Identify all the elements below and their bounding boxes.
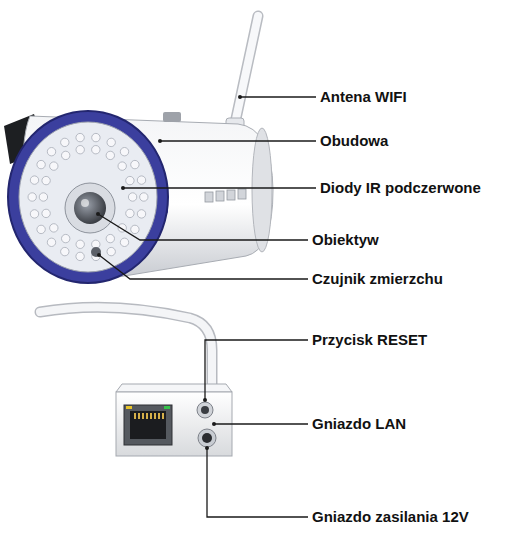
antenna bbox=[226, 16, 258, 132]
ir-led bbox=[47, 148, 55, 156]
part-label-text: Przycisk RESET bbox=[312, 331, 427, 348]
ir-led bbox=[61, 247, 69, 255]
side-icons bbox=[205, 189, 246, 202]
part-label: Obiektyw bbox=[312, 231, 379, 249]
ir-led bbox=[42, 209, 50, 217]
connector-box bbox=[116, 384, 232, 456]
lens bbox=[65, 183, 115, 233]
ir-led bbox=[137, 210, 145, 218]
ir-led bbox=[107, 138, 115, 146]
ir-led bbox=[61, 234, 69, 242]
part-label: Gniazdo zasilania 12V bbox=[312, 508, 469, 526]
ir-led bbox=[30, 210, 38, 218]
ir-led bbox=[106, 234, 114, 242]
part-label: Przycisk RESET bbox=[312, 331, 427, 349]
ir-led bbox=[131, 160, 139, 168]
part-label: Gniazdo LAN bbox=[312, 415, 406, 433]
ir-led bbox=[28, 193, 36, 201]
ir-led bbox=[37, 225, 45, 233]
ir-led bbox=[50, 162, 58, 170]
dusk-sensor bbox=[91, 247, 101, 257]
ir-led bbox=[106, 151, 114, 159]
ir-led bbox=[126, 176, 134, 184]
ir-led bbox=[118, 162, 126, 170]
ir-led bbox=[50, 224, 58, 232]
ir-led bbox=[92, 133, 100, 141]
ir-led bbox=[128, 193, 136, 201]
ir-led bbox=[140, 193, 148, 201]
part-label-text: Czujnik zmierzchu bbox=[312, 270, 443, 287]
ir-led bbox=[120, 148, 128, 156]
leader-lines bbox=[98, 97, 316, 517]
ir-led bbox=[126, 209, 134, 217]
ir-led bbox=[120, 238, 128, 246]
ir-led bbox=[131, 225, 139, 233]
ir-led bbox=[76, 133, 84, 141]
ir-led bbox=[61, 151, 69, 159]
ir-led bbox=[76, 146, 84, 154]
ir-led bbox=[37, 160, 45, 168]
ir-led bbox=[76, 240, 84, 248]
part-label-text: Obudowa bbox=[320, 132, 388, 149]
ir-led bbox=[47, 238, 55, 246]
part-label: Czujnik zmierzchu bbox=[312, 270, 443, 288]
ir-led bbox=[92, 146, 100, 154]
ir-led bbox=[137, 176, 145, 184]
ir-led bbox=[42, 176, 50, 184]
ir-led bbox=[107, 247, 115, 255]
part-label: Obudowa bbox=[320, 132, 388, 150]
part-label-text: Gniazdo zasilania 12V bbox=[312, 508, 469, 525]
part-label: Diody IR podczerwone bbox=[320, 179, 481, 197]
ir-leds bbox=[28, 133, 148, 260]
front-ring bbox=[8, 111, 168, 283]
ir-led bbox=[39, 193, 47, 201]
part-label-text: Antena WIFI bbox=[320, 88, 407, 105]
part-label-text: Diody IR podczerwone bbox=[320, 179, 481, 196]
ir-led bbox=[76, 252, 84, 260]
ir-led bbox=[30, 176, 38, 184]
part-label: Antena WIFI bbox=[320, 88, 407, 106]
part-label-text: Gniazdo LAN bbox=[312, 415, 406, 432]
part-label-text: Obiektyw bbox=[312, 231, 379, 248]
cable bbox=[40, 307, 212, 392]
ir-led bbox=[61, 138, 69, 146]
